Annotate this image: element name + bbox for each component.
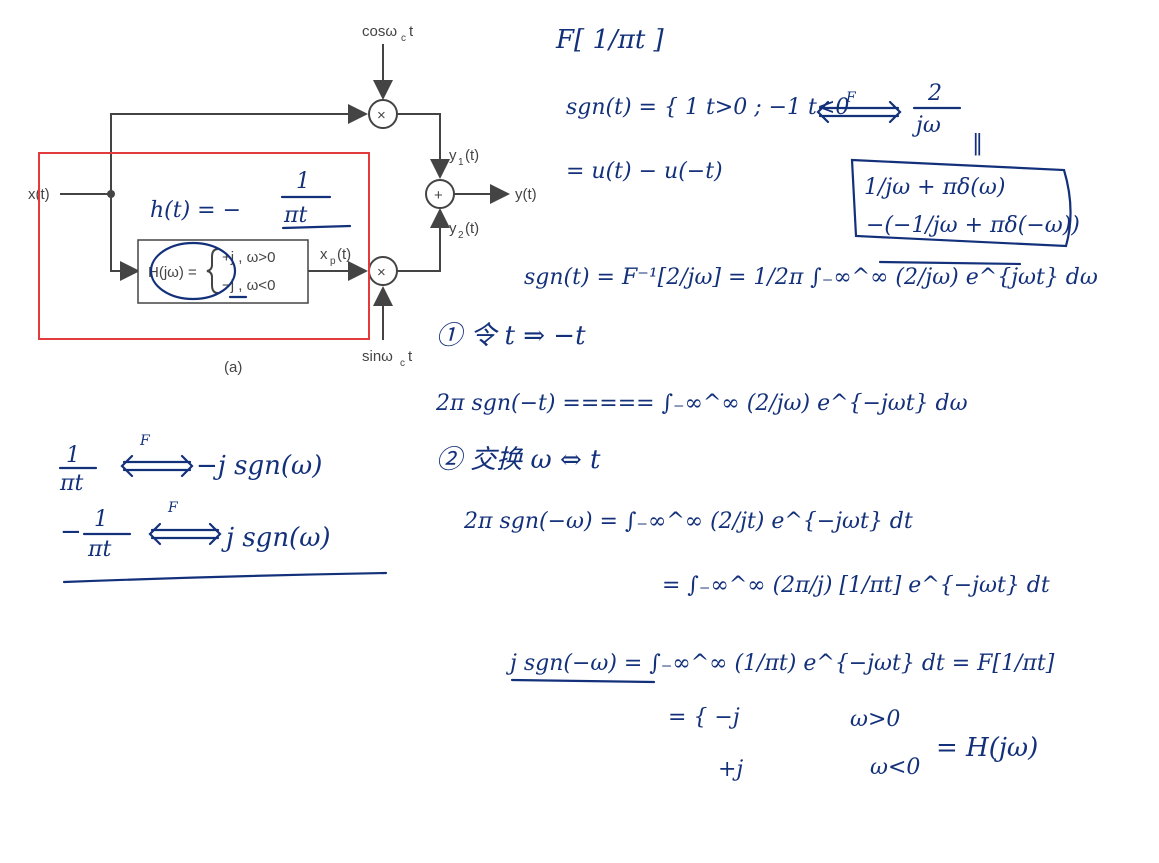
figure-caption: (a) (224, 359, 242, 376)
pair2-rhs: j sgn(ω) (221, 523, 331, 553)
box-line1: 1/jω + πδ(ω) (864, 175, 1005, 200)
y1-t: (t) (465, 147, 479, 164)
cos-carrier-t: t (409, 23, 414, 40)
hilbert-brace (206, 248, 219, 294)
y1-sub: 1 (458, 157, 464, 168)
pair2-den: πt (87, 537, 111, 562)
sgn-ft-note: ‖ (972, 131, 983, 156)
step2-equation1: 2π sgn(−ω) = ∫₋∞^∞ (2/jt) e^{−jωt} dt (463, 509, 913, 534)
sin-carrier-t: t (408, 348, 413, 365)
impulse-response: h(t) = − (150, 198, 241, 223)
left-underline (62, 571, 388, 584)
impulse-underline (281, 224, 352, 230)
top-multiplier-symbol: × (377, 107, 386, 124)
final-result: = H(jω) (936, 733, 1038, 763)
pair2-arrow-label: F (167, 500, 179, 516)
y1-path (397, 113, 450, 179)
box-line2: −(−1/jω + πδ(−ω)) (866, 213, 1080, 238)
y2-path (397, 208, 450, 272)
pair2-arrow (148, 522, 222, 546)
step1-equation: 2π sgn(−t) ===== ∫₋∞^∞ (2/jω) e^{−jωt} d… (435, 391, 968, 416)
upper-branch (110, 104, 368, 194)
y2-sub: 2 (458, 230, 464, 241)
hilbert-label: H(jω) = (148, 264, 197, 281)
y1-label: y (449, 147, 457, 164)
lower-branch (110, 194, 140, 281)
bottom-multiplier-symbol: × (377, 264, 386, 281)
result-underline (510, 678, 656, 684)
step1-label: ① 令 t ⇒ −t (436, 321, 586, 351)
pair1-arrow-label: F (139, 433, 151, 449)
sin-carrier-sub: c (400, 358, 405, 369)
y2-label: y (449, 220, 457, 237)
expansion-box (850, 158, 1072, 248)
pair1-arrow (120, 454, 194, 478)
hilbert-case-negative: −j , ω<0 (222, 277, 275, 294)
adder-symbol: + (434, 187, 443, 204)
final-cond1: ω>0 (850, 707, 900, 732)
hilbert-case-positive: +j , ω>0 (222, 249, 275, 266)
sgn-definition: sgn(t) = { 1 t>0 ; −1 t<0 (566, 95, 849, 120)
xp-t: (t) (337, 246, 351, 263)
cos-carrier-label: cosω (362, 23, 397, 40)
step2-equation2: = ∫₋∞^∞ (2π/j) [1/πt] e^{−jωt} dt (662, 573, 1050, 598)
inverse-line: sgn(t) = F⁻¹[2/jω] = 1/2π ∫₋∞^∞ (2/jω) e… (524, 265, 1098, 290)
sgn-arrow-label: F (845, 90, 857, 106)
highlight-box (38, 152, 370, 340)
final-cond2: ω<0 (870, 755, 920, 780)
impulse-frac-num: 1 (296, 169, 310, 194)
hilbert-circle (149, 241, 237, 301)
sin-carrier-label: sinω (362, 348, 393, 365)
top-title: F[ 1/πt ] (555, 25, 665, 55)
output-label: y(t) (515, 186, 537, 203)
sgn-ft-den: jω (911, 113, 941, 138)
cos-carrier-sub: c (401, 33, 406, 44)
pair2-num: 1 (94, 507, 108, 532)
sgn-ft-num: 2 (927, 81, 942, 106)
pair2-minus: − (60, 517, 82, 547)
y2-t: (t) (465, 220, 479, 237)
step2-label: ② 交换 ω ⇔ t (436, 445, 601, 475)
final-case1: = { −j (668, 705, 740, 730)
pair1-rhs: −j sgn(ω) (196, 451, 322, 481)
pair1-num: 1 (66, 443, 80, 468)
impulse-frac-den: πt (283, 203, 307, 228)
pair1-den: πt (59, 471, 83, 496)
xp-label: x (320, 246, 328, 263)
handwritten-notes: h(t) = − 1 πt 1 πt F −j sgn(ω) − 1 πt F … (58, 25, 1098, 782)
final-case2: +j (718, 757, 743, 782)
xp-sub: p (330, 256, 336, 267)
sgn-step: = u(t) − u(−t) (566, 159, 723, 184)
box-underline (878, 260, 1022, 266)
sgn-arrow (816, 100, 902, 124)
step2-equation3: j sgn(−ω) = ∫₋∞^∞ (1/πt) e^{−jωt} dt = F… (505, 651, 1055, 676)
